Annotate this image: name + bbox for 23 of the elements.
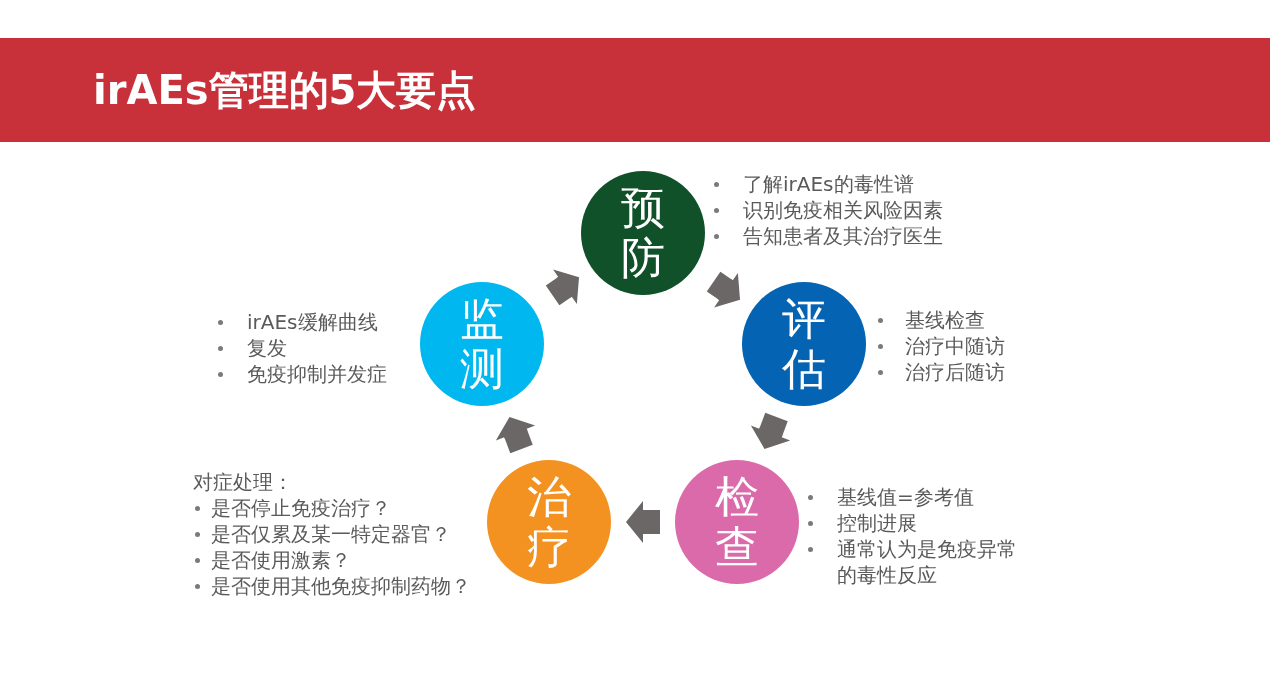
list-item: 了解irAEs的毒性谱 [743, 171, 914, 197]
list-item: 基线值=参考值 [837, 484, 975, 510]
list-item: 治疗后随访 [905, 359, 1005, 385]
list-item: 是否使用其他免疫抑制药物？ [211, 573, 471, 599]
list-item: irAEs缓解曲线 [247, 309, 378, 335]
circle-label: 监测 [459, 294, 505, 394]
circle-label: 预防 [620, 183, 666, 283]
circle-label: 治疗 [526, 472, 572, 572]
list-item: 识别免疫相关风险因素 [743, 197, 943, 223]
list-item: 是否停止免疫治疗？ [211, 495, 391, 521]
circle-label: 检查 [714, 472, 760, 572]
list-item: 通常认为是免疫异常的毒性反应 [837, 536, 1018, 588]
list-item: 治疗中随访 [905, 333, 1005, 359]
list-item: 复发 [247, 335, 287, 361]
list-item: 告知患者及其治疗医生 [743, 223, 943, 249]
list-item: 是否使用激素？ [211, 547, 351, 573]
list-item: 免疫抑制并发症 [247, 361, 387, 387]
list-item: 控制进展 [837, 510, 918, 536]
list-heading: 对症处理： [193, 469, 293, 495]
title: irAEs管理的5大要点 [93, 66, 477, 115]
circle-label: 评估 [781, 294, 827, 394]
list-item: 是否仅累及某一特定器官？ [211, 521, 451, 547]
list-item: 基线检查 [905, 307, 985, 333]
